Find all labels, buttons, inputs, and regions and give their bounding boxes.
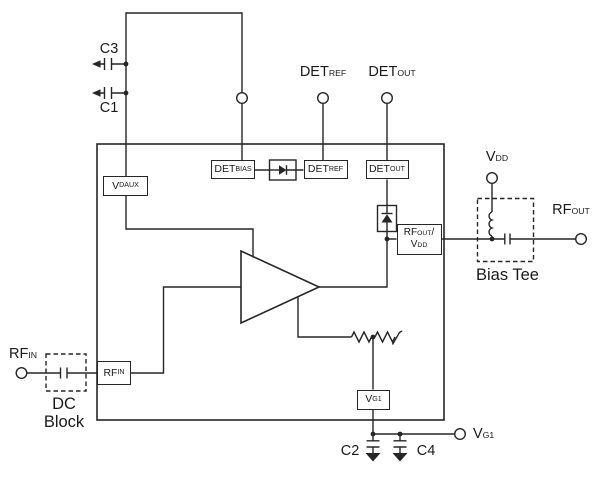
vg1-terminal <box>454 428 467 441</box>
c4-label: C4 <box>416 443 436 459</box>
c2-label: C2 <box>340 443 360 459</box>
amplifier-triangle <box>240 249 321 325</box>
rfout-vdd-block: RFOUT/ VDD <box>396 223 442 255</box>
c2-capacitor <box>365 434 381 462</box>
c3-label: C3 <box>99 41 119 57</box>
top-loop-wire <box>125 12 248 176</box>
c1-capacitor <box>92 87 129 99</box>
detref-pin <box>317 91 330 160</box>
ic-outline <box>96 143 445 421</box>
detector-series-diode <box>255 159 304 181</box>
rfin-net-wire <box>131 286 241 374</box>
rfin-terminal-label: RFIN <box>8 346 38 362</box>
detout-pin <box>381 91 394 160</box>
rfout-net-wire <box>319 239 388 288</box>
dc-block <box>15 353 97 392</box>
bias-tee <box>476 171 588 263</box>
dc-block-label: DC Block <box>43 395 85 432</box>
vg1-terminal-label: VG1 <box>473 426 495 442</box>
c4-ground-symbol <box>392 453 408 462</box>
resistor-2 <box>374 330 396 344</box>
bias-tee-label: Bias Tee <box>476 266 539 284</box>
vdd-terminal <box>486 171 499 184</box>
detref-terminal-label: DETREF <box>299 64 347 80</box>
bias-tee-dashed-box <box>476 197 535 263</box>
detout-clamp-diode <box>376 179 398 242</box>
rfout-terminal <box>575 232 588 245</box>
vg1-rail <box>370 428 467 441</box>
gate-bias-resistors <box>297 296 403 345</box>
c4-capacitor <box>392 434 408 462</box>
c3-capacitor <box>92 58 129 70</box>
c1-label: C1 <box>99 100 119 116</box>
bias-tee-inductor <box>488 211 495 239</box>
open-stub-symbol <box>391 330 403 345</box>
rfout-terminal-label: RFOUT <box>552 202 590 218</box>
rfin-terminal <box>15 367 28 380</box>
resistor-1 <box>350 330 373 344</box>
vdd-terminal-label: VDD <box>485 149 509 165</box>
detout-terminal-label: DETOUT <box>368 64 416 80</box>
vdaux-net-wire <box>125 196 254 258</box>
dc-block-dashed-box <box>45 353 87 392</box>
c2-ground-symbol <box>365 453 381 462</box>
bias-tee-capacitor <box>504 233 511 245</box>
